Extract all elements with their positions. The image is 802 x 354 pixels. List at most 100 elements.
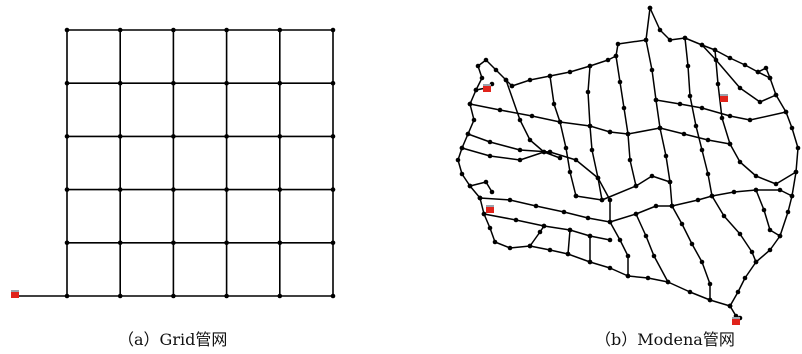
junction-node <box>653 97 659 103</box>
pipe <box>649 7 799 307</box>
junction-node <box>483 57 489 63</box>
junction-node <box>330 134 336 139</box>
pipe <box>467 133 551 153</box>
junction-node <box>727 303 733 309</box>
pipe <box>635 213 669 283</box>
junction-node <box>117 293 123 299</box>
junction-node <box>565 251 571 257</box>
junction-node <box>277 134 283 139</box>
junction-node <box>737 159 743 165</box>
junction-node <box>742 62 748 68</box>
junction-node <box>589 147 595 153</box>
junction-node <box>719 115 725 121</box>
junction-node <box>667 37 673 43</box>
reservoir-icon <box>720 94 728 102</box>
pipe <box>479 197 731 307</box>
junction-node <box>599 197 605 203</box>
junction-node <box>492 239 498 245</box>
junction-node <box>742 275 748 281</box>
pipe <box>587 65 603 201</box>
junction-node <box>767 75 773 81</box>
reservoir-icon <box>486 205 494 213</box>
junction-node <box>277 293 283 299</box>
junction-node <box>777 187 783 193</box>
junction-node <box>665 279 671 285</box>
junction-node <box>487 153 493 159</box>
junction-node <box>64 240 70 246</box>
panel-grid-network: （a）Grid管网 <box>0 0 360 354</box>
junction-node <box>679 221 685 227</box>
junction-node <box>707 297 713 303</box>
junction-node <box>547 149 553 155</box>
junction-node <box>64 293 70 299</box>
pipe <box>609 127 661 135</box>
junction-node <box>330 80 336 86</box>
junction-node <box>487 139 493 145</box>
junction-node <box>785 209 791 215</box>
junction-node <box>773 92 779 98</box>
junction-node <box>171 134 176 139</box>
junction-node <box>783 109 789 115</box>
junction-node <box>330 293 336 299</box>
junction-node <box>277 27 283 33</box>
junction-node <box>527 77 533 83</box>
pipe <box>575 175 671 201</box>
pipe <box>659 127 731 145</box>
junction-node <box>657 125 663 131</box>
junction-node <box>64 187 70 192</box>
junction-node <box>607 219 613 225</box>
junction-node <box>171 80 176 86</box>
junction-node <box>737 85 743 91</box>
junction-node <box>537 229 543 235</box>
pipe <box>655 99 787 121</box>
junction-node <box>465 131 471 137</box>
junction-node <box>699 259 705 265</box>
junction-node <box>455 157 461 163</box>
pipe <box>461 147 545 161</box>
pipe <box>671 205 711 300</box>
junction-node <box>721 213 727 219</box>
junction-node <box>171 187 176 192</box>
junction-node <box>693 123 699 129</box>
junction-node <box>627 157 633 163</box>
junction-node <box>793 169 799 175</box>
junction-node <box>705 137 711 143</box>
junction-node <box>483 179 489 185</box>
junction-node <box>473 87 479 93</box>
junction-node <box>277 187 283 192</box>
junction-node <box>557 155 563 161</box>
junction-node <box>567 69 573 75</box>
junction-node <box>467 183 473 189</box>
junction-node <box>493 67 499 73</box>
junction-node <box>459 145 465 151</box>
junction-node <box>117 187 123 192</box>
panel-modena-network: （b）Modena管网 <box>440 0 802 354</box>
junction-node <box>497 107 503 113</box>
junction-node <box>573 157 579 163</box>
junction-node <box>699 42 705 48</box>
junction-node <box>567 227 573 233</box>
junction-node <box>737 231 743 237</box>
junction-node <box>755 69 761 75</box>
junction-node <box>224 27 229 33</box>
junction-node <box>487 225 493 231</box>
junction-node <box>689 241 695 247</box>
junction-node <box>459 171 465 177</box>
junction-node <box>517 157 523 163</box>
junction-node <box>547 247 553 253</box>
junction-node <box>471 117 477 123</box>
junction-node <box>633 211 639 217</box>
junction-node <box>607 129 613 135</box>
junction-node <box>171 240 176 246</box>
junction-node <box>617 237 623 243</box>
junction-node <box>507 197 513 203</box>
junction-node <box>731 189 737 195</box>
junction-node <box>224 293 229 299</box>
junction-node <box>224 80 229 86</box>
junction-node <box>561 209 567 215</box>
pipe <box>469 103 611 133</box>
junction-node <box>647 5 653 11</box>
junction-node <box>669 203 675 209</box>
junction-node <box>64 80 70 86</box>
junction-node <box>705 171 711 177</box>
